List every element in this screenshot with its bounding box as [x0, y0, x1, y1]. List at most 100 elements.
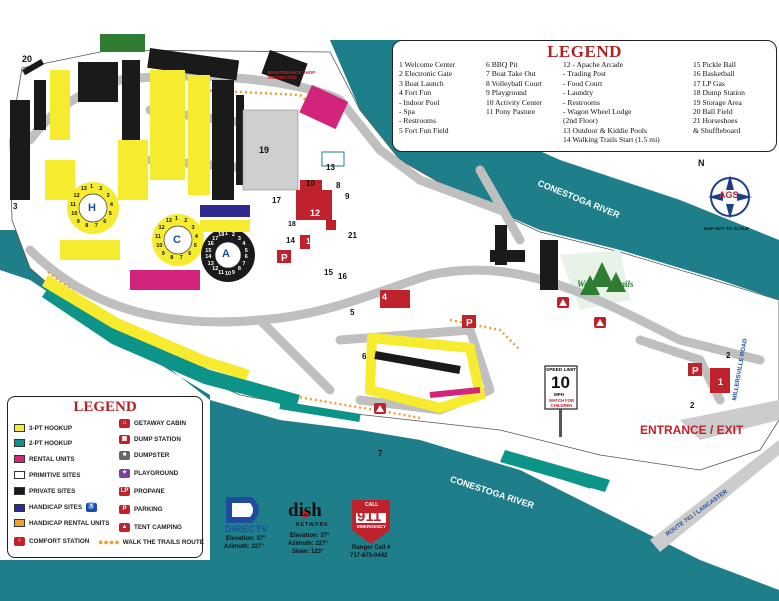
dumpster-icon: ■ [119, 451, 130, 460]
facility-legend-entry: 11 Pony Pasture [486, 107, 536, 117]
map-number-2-a: 2 [726, 351, 731, 360]
campsite-number[interactable]: 14 [205, 254, 212, 261]
campsite-number[interactable]: 11 [218, 269, 224, 276]
campsite-number[interactable]: 15 [205, 247, 212, 254]
site-legend-title: LEGEND [73, 399, 137, 415]
facility-legend-entry: 17 LP Gas [693, 78, 725, 88]
campsite-number[interactable]: 4 [109, 201, 113, 208]
map-number-19: 19 [259, 145, 270, 155]
campsite-number[interactable]: 11 [155, 233, 161, 240]
campsite-number[interactable]: 2 [184, 218, 188, 225]
legend-primitive: PRIMITIVE SITES [14, 471, 80, 479]
campsite-number[interactable]: 4 [242, 241, 246, 247]
campsite-number[interactable]: 2 [99, 186, 103, 193]
campsite-number[interactable]: 12 [212, 266, 219, 273]
campsite-number[interactable]: 1 [175, 216, 179, 222]
campsite-number[interactable]: 18 [218, 232, 225, 239]
campsite-number[interactable]: 6 [244, 254, 248, 261]
loop-h [45, 160, 120, 260]
fort-fun-building [380, 290, 410, 308]
campsite-number[interactable]: 3 [191, 224, 195, 231]
facility-legend-entry: 2 Electronic Gate [399, 69, 453, 79]
campsite-number[interactable]: 7 [242, 261, 246, 267]
speed-limit-word: SPEED LIMIT [546, 368, 577, 373]
campsite-number[interactable]: 13 [80, 186, 87, 193]
tent-icon: ▲ [119, 523, 130, 532]
site-legend: LEGEND 3-PT HOOKUP 2-PT HOOKUP RENTAL UN… [7, 396, 204, 558]
legend-comfort: ♀COMFORT STATION [14, 537, 89, 546]
map-number-21: 21 [348, 231, 357, 240]
legend-trail: ●●●●WALK THE TRAILS ROUTE [98, 537, 204, 547]
campsite-number[interactable]: 6 [103, 218, 107, 225]
tree-area [100, 34, 145, 52]
campsite-number[interactable]: 11 [70, 201, 76, 208]
map-number-6: 6 [362, 352, 367, 361]
campsite-number[interactable]: 12 [73, 192, 80, 199]
campsite-number[interactable]: 5 [193, 243, 197, 250]
campsite-number[interactable]: 13 [207, 261, 214, 267]
campsite-number[interactable]: 9 [161, 250, 165, 257]
map-number-4: 4 [382, 292, 388, 302]
campsite-number[interactable]: 8 [85, 223, 89, 230]
campsite-number[interactable]: 5 [108, 211, 112, 218]
facility-legend-entry: 1 Welcome Center [399, 60, 456, 69]
campsite-number[interactable]: 6 [188, 250, 192, 257]
loop-c-letter: C [173, 234, 181, 246]
map-number-17: 17 [272, 196, 281, 205]
campsite-number[interactable]: 17 [212, 235, 219, 242]
facility-legend-entry: 19 Storage Area [693, 97, 742, 107]
campsite-number[interactable]: 10 [156, 243, 163, 250]
ranger-number: 717-875-0442 [350, 553, 388, 559]
campsite-number[interactable]: 1 [225, 231, 229, 237]
campsite-number[interactable]: 7 [94, 223, 98, 230]
campsite-number[interactable]: 10 [71, 211, 78, 218]
campsite-number[interactable]: 16 [207, 241, 214, 247]
facility-legend-entry: 10 Activity Center [486, 97, 543, 107]
speed-limit-unit: MPH [554, 392, 564, 397]
campsite-number[interactable]: 10 [225, 271, 232, 277]
campsite-number[interactable]: 13 [165, 218, 172, 225]
facility-legend-entry: 6 BBQ Pit [486, 60, 518, 69]
campsite-number[interactable]: 9 [76, 218, 80, 225]
campsite-number[interactable]: 8 [170, 255, 174, 262]
legend-3pt: 3-PT HOOKUP [14, 424, 72, 432]
campsite-number[interactable]: 8 [237, 266, 241, 273]
legend-playground: ✦PLAYGROUND [119, 469, 178, 478]
walk-trails-label: Walk the Trails [577, 279, 634, 289]
legend-2pt: 2-PT HOOKUP [14, 439, 72, 447]
dish-logo-mark [301, 510, 309, 518]
facility-legend-entry: - Restrooms [563, 97, 600, 107]
campsite-number[interactable]: 9 [231, 269, 235, 276]
facility-legend-entry: - Trading Post [563, 69, 607, 79]
map-number-1: 1 [718, 377, 724, 387]
campsite-number[interactable]: 3 [237, 235, 241, 242]
campsite-number[interactable]: 5 [244, 247, 248, 254]
facility-legend-entry: 13 Outdoor & Kiddie Pools [563, 125, 647, 135]
central-buildings [296, 151, 345, 249]
facility-legend-entry: 7 Boat Take Out [486, 69, 536, 79]
campsite-number[interactable]: 7 [179, 255, 183, 262]
map-number-8: 8 [336, 181, 341, 190]
map-number-13: 13 [326, 163, 335, 172]
facility-legend-entry: 21 Horseshoes [693, 116, 738, 126]
campsite-number[interactable]: 3 [106, 192, 110, 199]
campsite-number[interactable]: 4 [194, 233, 198, 240]
campsite-number[interactable]: 12 [158, 224, 165, 231]
facility-legend-entry: 15 Pickle Ball [693, 60, 737, 69]
speed-limit-sign [544, 365, 578, 437]
facility-legend-entry: 12 - Apache Arcade [563, 60, 624, 69]
facility-legend-entry: - Spa [399, 107, 415, 117]
campsite-number[interactable]: 2 [231, 232, 235, 239]
river-cabins-bottom [279, 401, 610, 492]
campsite-number[interactable]: 1 [90, 184, 94, 190]
facility-legend-entry: - Indoor Pool [399, 97, 440, 107]
emergency-text: EMERGENCY [357, 524, 387, 529]
speed-limit-note: WATCH FOR CHILDREN [548, 398, 575, 408]
loop-a-letter: A [222, 248, 230, 260]
dish-elevation: Elevation: 37° [290, 533, 330, 539]
legend-dumpster: ■DUMPSTER [119, 451, 169, 460]
directv-logo-text: DIRECTV [225, 524, 269, 534]
